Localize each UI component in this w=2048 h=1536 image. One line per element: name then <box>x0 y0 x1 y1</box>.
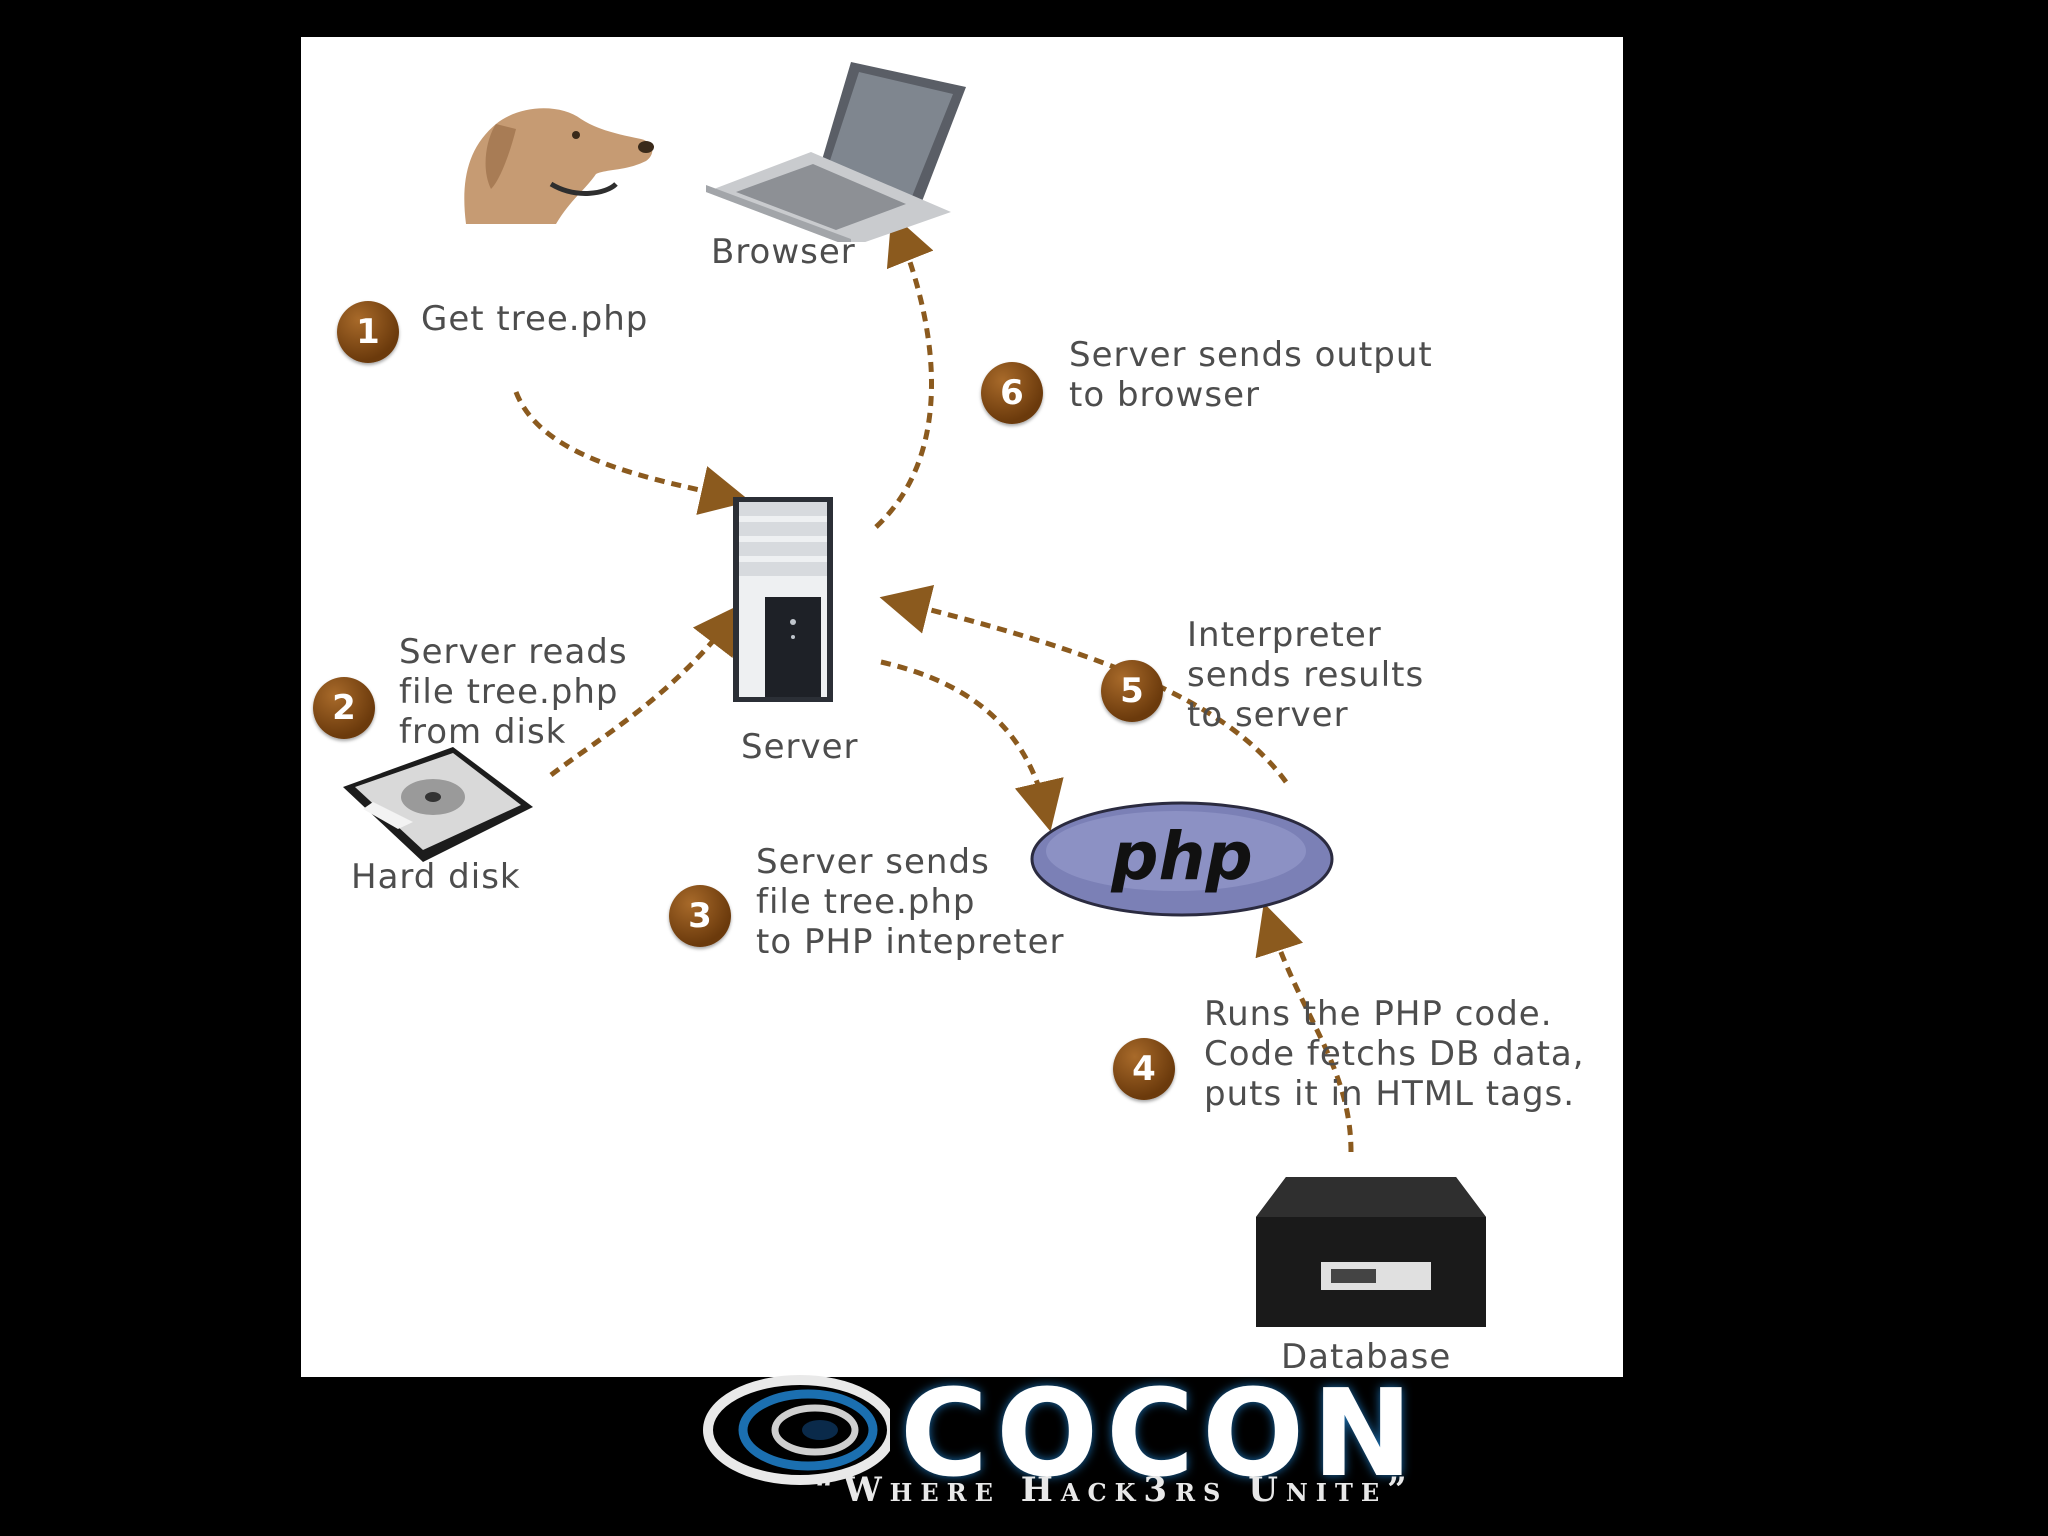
step-1-text: Get tree.php <box>421 299 648 339</box>
step-6-text: Server sends output to browser <box>1069 335 1433 415</box>
arrow-step-6 <box>876 232 932 527</box>
server-icon <box>733 497 833 702</box>
arrow-step-3 <box>881 662 1046 812</box>
step-4-badge: 4 <box>1113 1038 1175 1100</box>
step-4-text: Runs the PHP code. Code fetchs DB data, … <box>1204 994 1585 1114</box>
step-3-text: Server sends file tree.php to PHP intepr… <box>756 842 1065 962</box>
step-6-badge: 6 <box>981 362 1043 424</box>
step-1-badge: 1 <box>337 301 399 363</box>
hard-disk-label: Hard disk <box>351 857 521 897</box>
database-server-icon <box>1256 1177 1486 1342</box>
laptop-icon <box>701 42 966 242</box>
diagram-panel: Browser Server Hard disk php Database se… <box>301 37 1623 1377</box>
php-logo-text: php <box>1110 818 1252 895</box>
step-3-badge: 3 <box>669 885 731 947</box>
arrow-step-1 <box>516 392 731 497</box>
server-label: Server <box>741 727 859 767</box>
browser-label: Browser <box>711 232 856 272</box>
step-5-text: Interpreter sends results to server <box>1187 615 1424 735</box>
swirl-logo-icon <box>700 1375 890 1485</box>
dog-icon <box>456 89 661 224</box>
step-5-badge: 5 <box>1101 660 1163 722</box>
step-2-text: Server reads file tree.php from disk <box>399 632 628 752</box>
hard-disk-icon <box>343 747 533 862</box>
step-2-badge: 2 <box>313 677 375 739</box>
cocon-logo: COCON “Where Hack3rs Unite” <box>700 1375 1470 1525</box>
php-logo-icon: php <box>1026 799 1338 919</box>
brand-tagline: “Where Hack3rs Unite” <box>815 1470 1415 1510</box>
